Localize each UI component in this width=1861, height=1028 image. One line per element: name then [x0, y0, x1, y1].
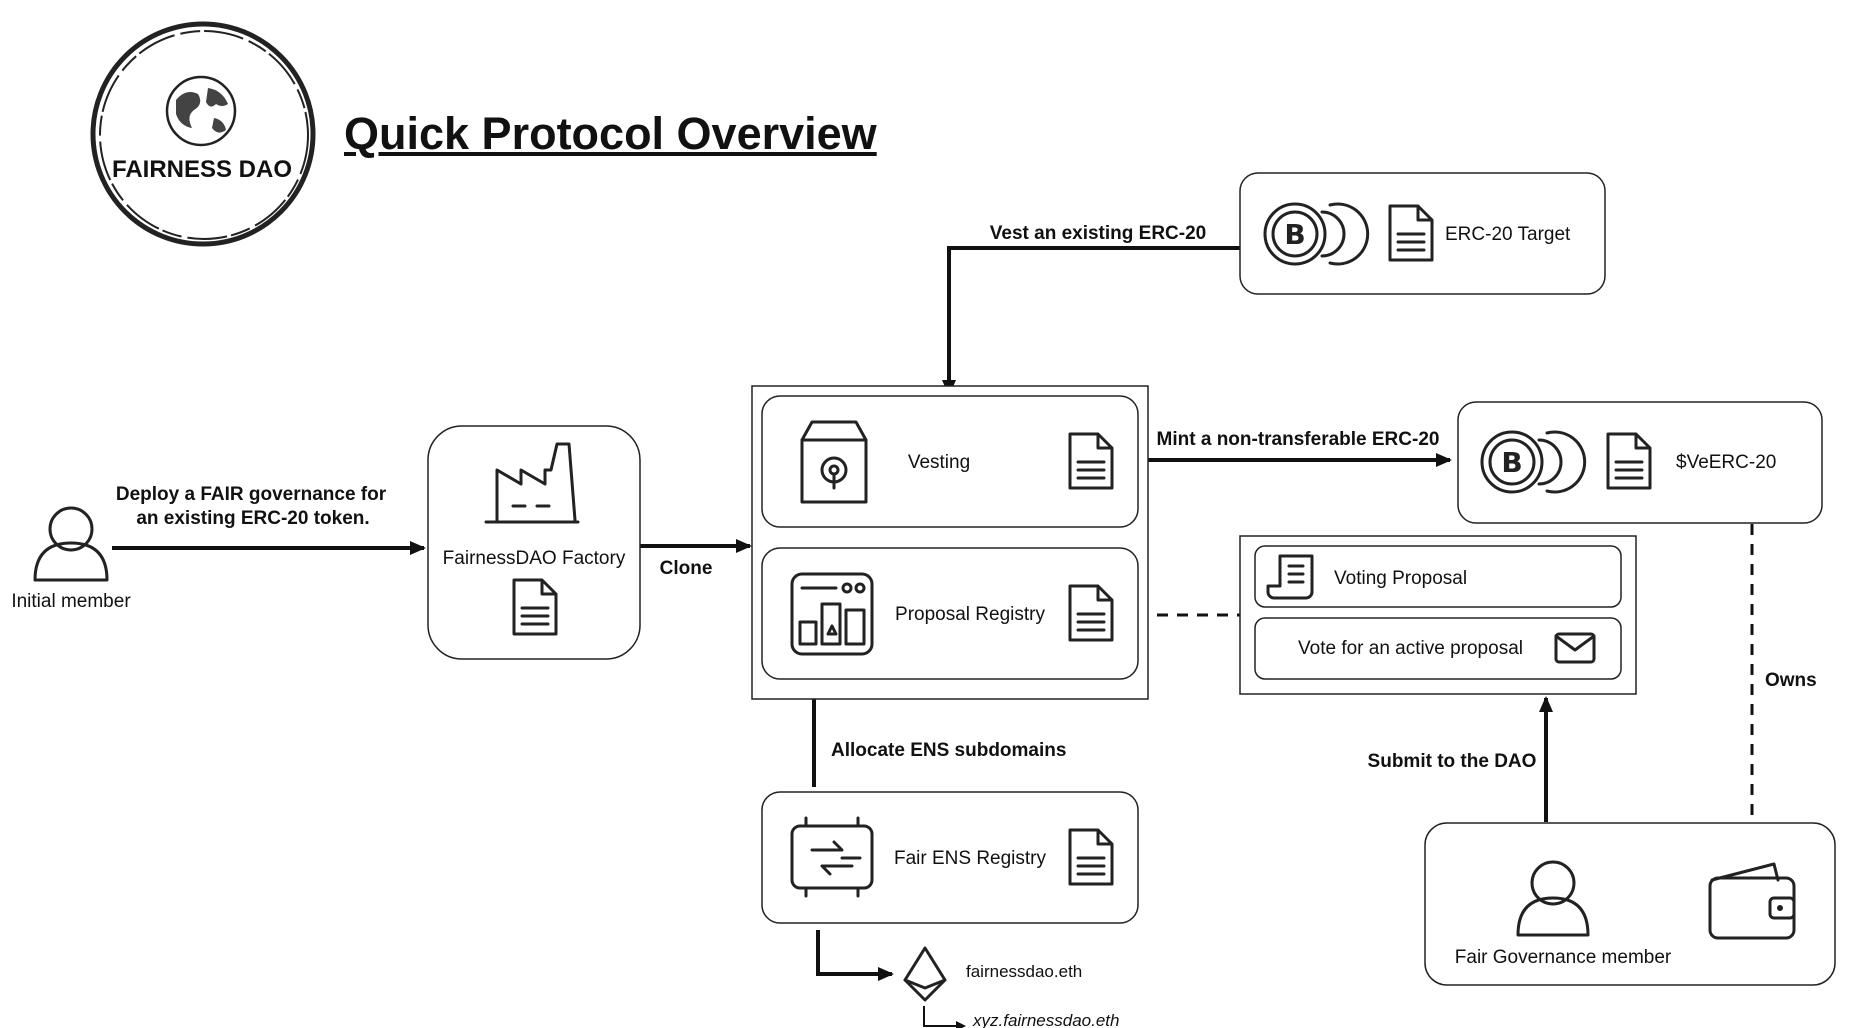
- page-title: Quick Protocol Overview: [344, 108, 877, 159]
- submit-label: Submit to the DAO: [1368, 751, 1537, 772]
- ens-root-name: fairnessdao.eth: [966, 962, 1082, 981]
- bitcoin-coins-icon: B: [1480, 430, 1587, 494]
- contract-document-icon: [1068, 584, 1114, 642]
- receipt-icon: [1266, 554, 1314, 600]
- fair-governance-member-label: Fair Governance member: [1455, 947, 1672, 968]
- proposal-actions-group: Voting Proposal Vote for an active propo…: [1239, 535, 1637, 695]
- fair-governance-member-node: Fair Governance member: [1424, 822, 1836, 986]
- envelope-icon: [1554, 632, 1596, 664]
- ens-arrow: [816, 930, 894, 981]
- vote-active-label: Vote for an active proposal: [1298, 638, 1523, 659]
- factory-label: FairnessDAO Factory: [443, 548, 626, 569]
- contract-document-icon: [512, 578, 558, 636]
- erc20-target-node: B ERC-20 Target: [1239, 172, 1606, 295]
- logo-text: FAIRNESS DAO: [112, 156, 292, 183]
- wallet-icon: [1708, 862, 1796, 940]
- allocate-label: Allocate ENS subdomains: [831, 740, 1066, 761]
- svg-text:B: B: [1284, 218, 1305, 251]
- svg-text:B: B: [1501, 446, 1522, 479]
- erc20-target-label: ERC-20 Target: [1445, 224, 1571, 245]
- initial-member-label: Initial member: [11, 591, 131, 612]
- mint-label: Mint a non-transferable ERC-20: [1157, 429, 1440, 450]
- vault-icon: [800, 420, 868, 504]
- dashboard-icon: [790, 572, 874, 656]
- ve-erc20-label: $VeERC-20: [1676, 452, 1776, 473]
- vote-active-item: Vote for an active proposal: [1254, 617, 1622, 680]
- proposal-registry-node: Proposal Registry: [761, 547, 1139, 680]
- vesting-node: Vesting: [761, 395, 1139, 528]
- fair-ens-registry-label: Fair ENS Registry: [894, 848, 1047, 869]
- vesting-label: Vesting: [908, 452, 970, 473]
- vest-arrow: [942, 246, 1240, 396]
- ethereum-icon: [903, 946, 947, 1002]
- proposal-registry-label: Proposal Registry: [895, 604, 1045, 625]
- deploy-label-line2: an existing ERC-20 token.: [136, 508, 369, 529]
- contract-document-icon: [1388, 204, 1434, 262]
- person-icon: [1516, 860, 1590, 937]
- deploy-label-line1: Deploy a FAIR governance for: [116, 484, 387, 505]
- factory-node: FairnessDAO Factory: [427, 425, 641, 660]
- clone-label: Clone: [660, 558, 713, 579]
- factory-icon: [484, 442, 580, 524]
- fair-ens-registry-node: Fair ENS Registry: [761, 791, 1139, 924]
- owns-label: Owns: [1765, 670, 1817, 691]
- initial-member-actor: Initial member: [11, 506, 131, 612]
- contract-document-icon: [1068, 828, 1114, 886]
- ve-erc20-node: B $VeERC-20: [1457, 401, 1823, 524]
- vest-label: Vest an existing ERC-20: [990, 223, 1206, 244]
- voting-proposal-label: Voting Proposal: [1334, 568, 1467, 589]
- person-icon: [33, 506, 109, 582]
- subdomain-arrow: [923, 1006, 966, 1028]
- voting-proposal-item: Voting Proposal: [1254, 545, 1622, 608]
- ens-subdomain-name: xyz.fairnessdao.eth: [972, 1011, 1119, 1028]
- bitcoin-coins-icon: B: [1263, 202, 1370, 266]
- contract-document-icon: [1606, 432, 1652, 490]
- fairness-dao-logo: FAIRNESS DAO: [90, 21, 316, 247]
- ens-registry-icon: [790, 816, 874, 898]
- contract-document-icon: [1068, 432, 1114, 490]
